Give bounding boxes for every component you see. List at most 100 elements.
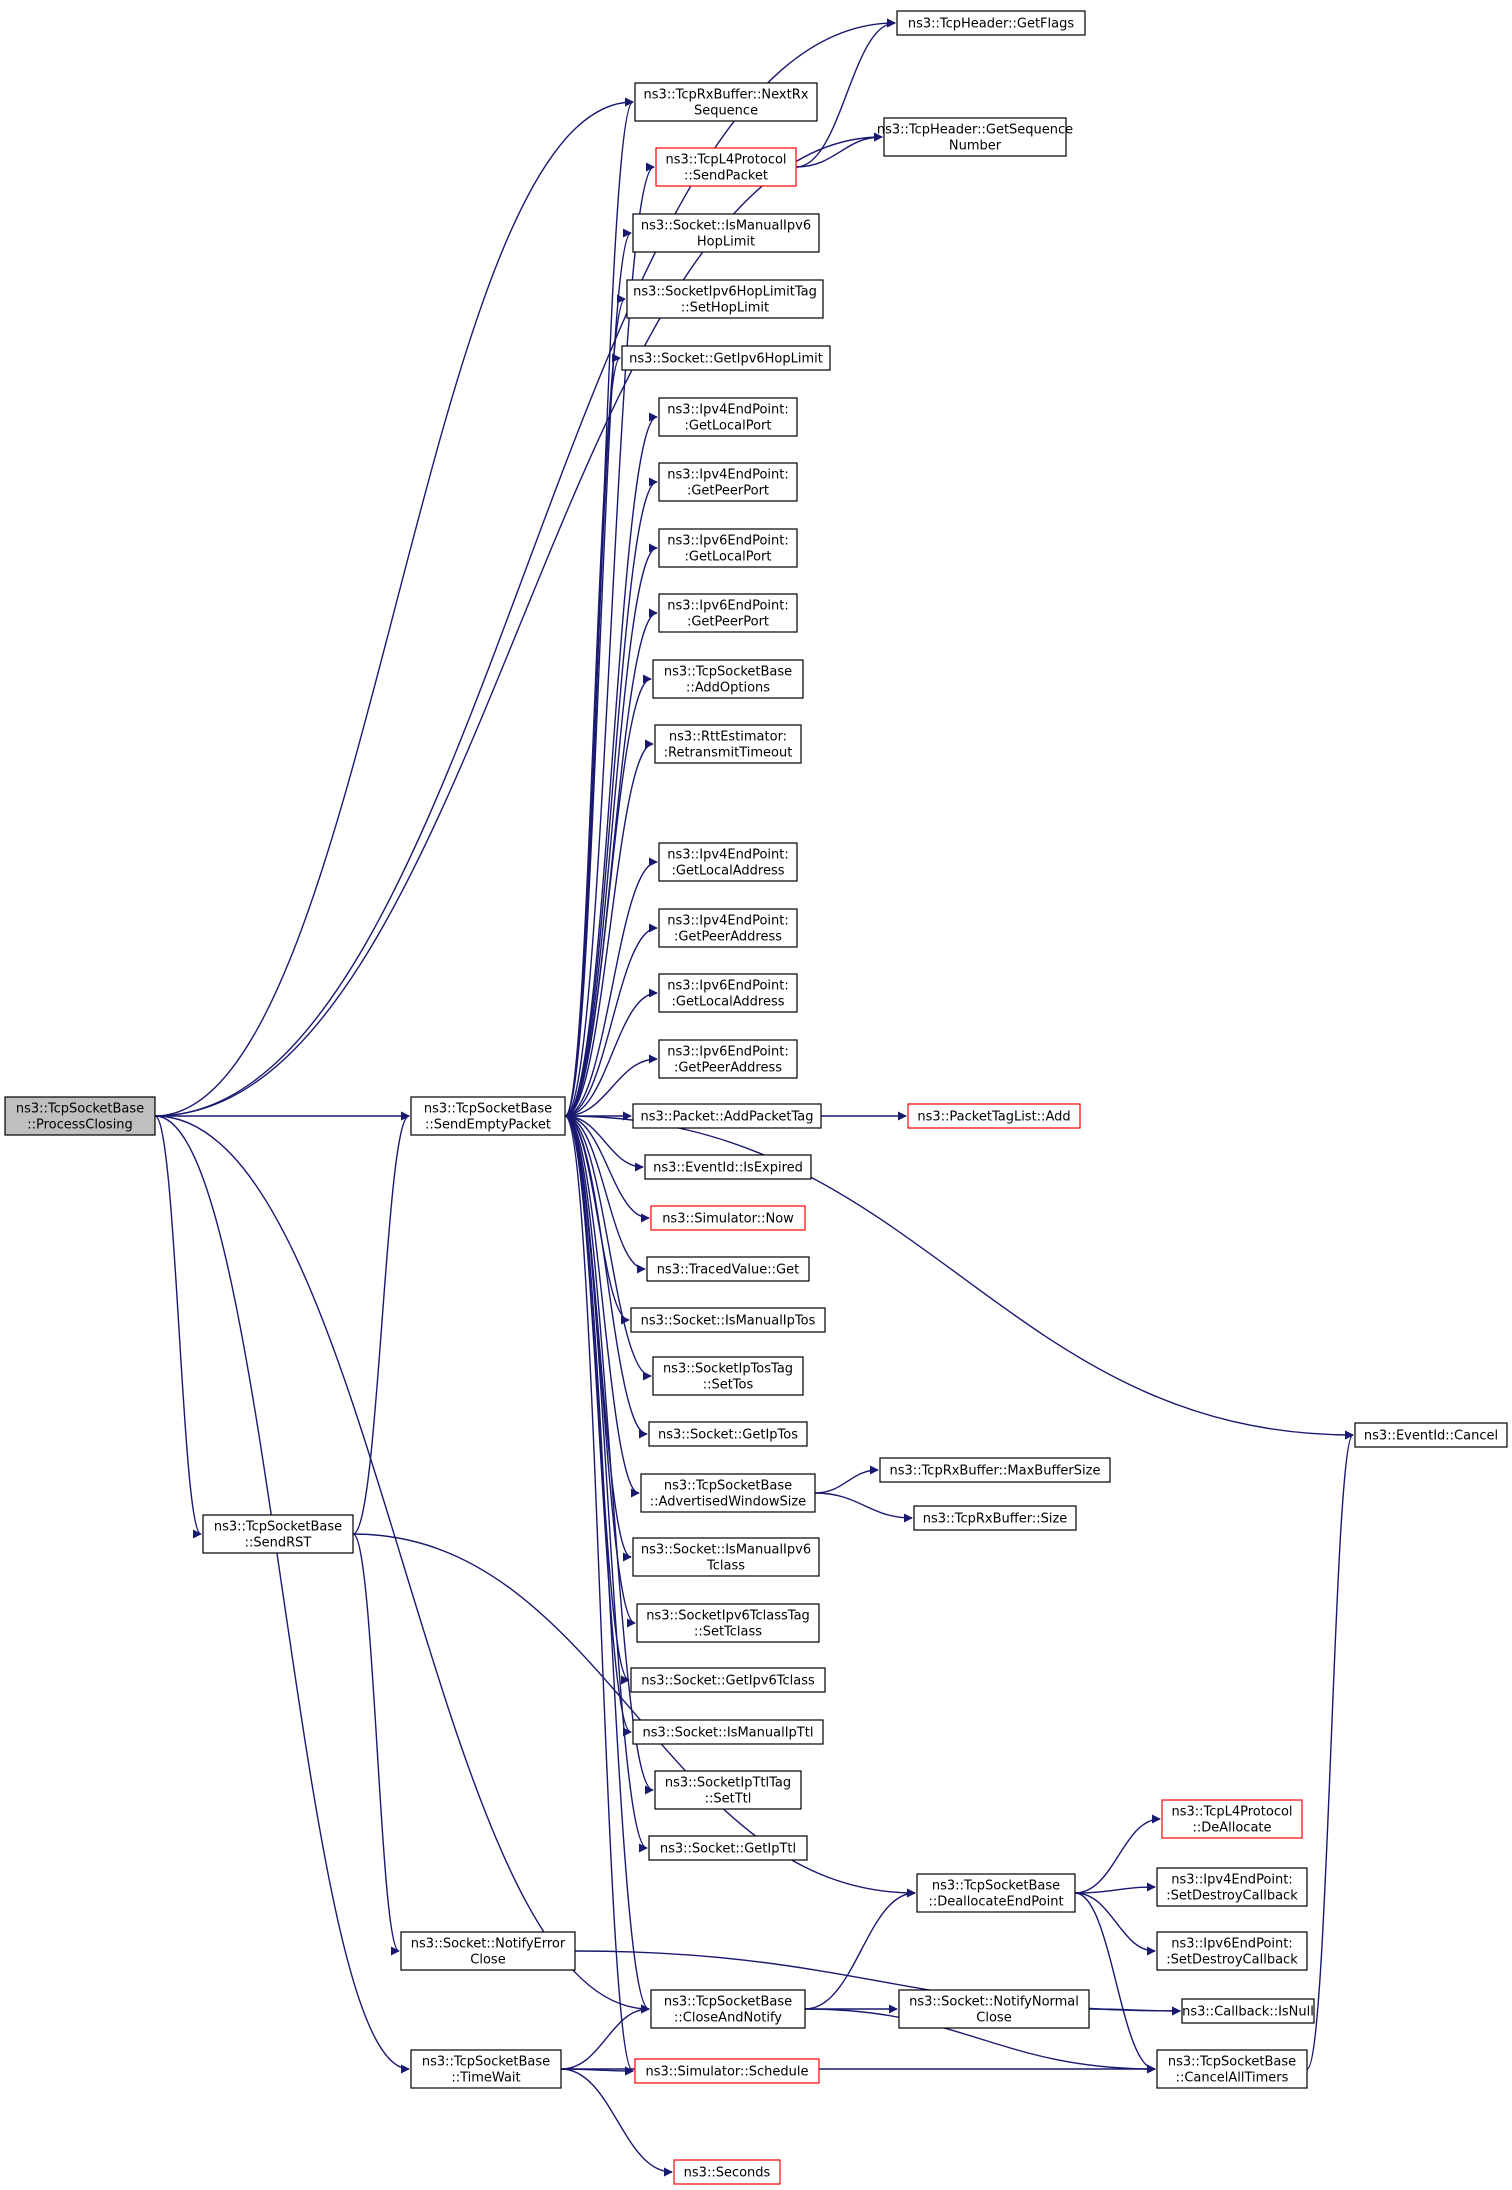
node-process-closing[interactable]: ns3::TcpSocketBase::ProcessClosing [4, 1096, 156, 1136]
node-box [410, 2049, 562, 2089]
node-label-line: ns3::SocketIpv6HopLimitTag [633, 285, 817, 300]
node-box [658, 1039, 798, 1079]
node-ipv4-get-peer-address[interactable]: ns3::Ipv4EndPoint::GetPeerAddress [658, 908, 798, 948]
node-send-empty-packet[interactable]: ns3::TcpSocketBase::SendEmptyPacket [410, 1096, 566, 1136]
edge-advertised-window-size-to-rx-buffer-size [814, 1492, 913, 1523]
node-box [658, 528, 798, 568]
node-packet-tag-list-add[interactable]: ns3::PacketTagList::Add [907, 1103, 1081, 1129]
node-label-line: ns3::TcpSocketBase [664, 1479, 792, 1494]
node-ipv6-set-destroy-callback[interactable]: ns3::Ipv6EndPoint::SetDestroyCallback [1156, 1931, 1308, 1971]
edge-send-empty-packet-to-simulator-now [564, 1115, 650, 1223]
node-simulator-schedule[interactable]: ns3::Simulator::Schedule [634, 2058, 820, 2084]
node-ipv4-get-local-address[interactable]: ns3::Ipv4EndPoint::GetLocalAddress [658, 842, 798, 882]
node-box [898, 1989, 1090, 2029]
node-get-flags[interactable]: ns3::TcpHeader::GetFlags [896, 10, 1086, 36]
node-label-line: ns3::TcpSocketBase [1168, 2055, 1296, 2070]
node-traced-value-get[interactable]: ns3::TracedValue::Get [646, 1256, 810, 1282]
node-get-ip-ttl[interactable]: ns3::Socket::GetIpTtl [648, 1835, 808, 1861]
node-set-hop-limit[interactable]: ns3::SocketIpv6HopLimitTag::SetHopLimit [626, 279, 824, 319]
node-ipv6-get-local-address[interactable]: ns3::Ipv6EndPoint::GetLocalAddress [658, 973, 798, 1013]
node-box [634, 82, 818, 122]
node-ipv4-get-local-port[interactable]: ns3::Ipv4EndPoint::GetLocalPort [658, 397, 798, 437]
edge-send-empty-packet-to-add-options [564, 674, 652, 1117]
node-rx-buffer-size[interactable]: ns3::TcpRxBuffer::Size [913, 1505, 1077, 1531]
node-label-line: ::SetTos [703, 1378, 754, 1393]
node-label-line: Sequence [694, 104, 758, 119]
node-max-buffer-size[interactable]: ns3::TcpRxBuffer::MaxBufferSize [879, 1457, 1111, 1483]
node-retransmit-timeout[interactable]: ns3::RttEstimator::RetransmitTimeout [654, 724, 802, 764]
node-label-line: ns3::Socket::GetIpTtl [660, 1842, 796, 1857]
node-close-and-notify[interactable]: ns3::TcpSocketBase::CloseAndNotify [650, 1989, 806, 2029]
node-label-line: ns3::Socket::NotifyError [411, 1937, 566, 1952]
node-advertised-window-size[interactable]: ns3::TcpSocketBase::AdvertisedWindowSize [640, 1473, 816, 1513]
node-add-packet-tag[interactable]: ns3::Packet::AddPacketTag [632, 1103, 822, 1129]
node-seconds[interactable]: ns3::Seconds [673, 2159, 781, 2185]
node-get-ipv6-hop-limit[interactable]: ns3::Socket::GetIpv6HopLimit [621, 345, 831, 371]
edge-tcp-l4-send-packet-to-get-flags [795, 18, 896, 168]
node-ipv4-set-destroy-callback[interactable]: ns3::Ipv4EndPoint::SetDestroyCallback [1156, 1867, 1308, 1907]
edge-process-closing-to-send-rst [154, 1115, 202, 1539]
node-box [1156, 1931, 1308, 1971]
node-ipv6-get-peer-port[interactable]: ns3::Ipv6EndPoint::GetPeerPort [658, 593, 798, 633]
edge-deallocate-end-point-to-tcp-l4-de-allocate [1074, 1814, 1161, 1894]
node-ipv6-get-local-port[interactable]: ns3::Ipv6EndPoint::GetLocalPort [658, 528, 798, 568]
node-box [652, 659, 804, 699]
node-label-line: ::SendEmptyPacket [425, 1118, 551, 1133]
node-label-line: ::AddOptions [686, 681, 770, 696]
node-label-line: ns3::TcpRxBuffer::Size [923, 1512, 1068, 1527]
node-send-rst[interactable]: ns3::TcpSocketBase::SendRST [202, 1514, 354, 1554]
node-label-line: ns3::Socket::GetIpv6HopLimit [629, 352, 823, 367]
node-box [1156, 2049, 1308, 2089]
node-event-id-cancel[interactable]: ns3::EventId::Cancel [1354, 1422, 1508, 1448]
node-event-id-is-expired[interactable]: ns3::EventId::IsExpired [644, 1154, 812, 1180]
node-label-line: ns3::PacketTagList::Add [917, 1110, 1070, 1125]
node-box [658, 908, 798, 948]
node-add-options[interactable]: ns3::TcpSocketBase::AddOptions [652, 659, 804, 699]
node-label-line: :RetransmitTimeout [664, 746, 793, 761]
node-ipv4-get-peer-port[interactable]: ns3::Ipv4EndPoint::GetPeerPort [658, 462, 798, 502]
edge-send-empty-packet-to-ipv6-get-peer-address [564, 1054, 658, 1117]
node-box [896, 10, 1086, 36]
node-box [632, 1719, 824, 1745]
node-set-tos[interactable]: ns3::SocketIpTosTag::SetTos [652, 1356, 804, 1396]
node-get-ip-tos[interactable]: ns3::Socket::GetIpTos [648, 1421, 808, 1447]
node-is-manual-ip-ttl[interactable]: ns3::Socket::IsManualIpTtl [632, 1719, 824, 1745]
edge-process-closing-to-next-rx-sequence [154, 97, 634, 1117]
node-box [202, 1514, 354, 1554]
node-box [907, 1103, 1081, 1129]
node-label-line: ::SetTtl [705, 1792, 752, 1807]
node-label-line: ns3::Ipv4EndPoint: [667, 914, 788, 929]
edge-tcp-l4-send-packet-to-get-sequence-number [795, 132, 883, 168]
node-label-line: :GetLocalPort [684, 550, 771, 565]
node-ipv6-get-peer-address[interactable]: ns3::Ipv6EndPoint::GetPeerAddress [658, 1039, 798, 1079]
node-box [630, 1307, 826, 1333]
node-label-line: ns3::TcpSocketBase [664, 1995, 792, 2010]
node-label-line: :GetLocalPort [684, 419, 771, 434]
node-deallocate-end-point[interactable]: ns3::TcpSocketBase::DeallocateEndPoint [916, 1873, 1076, 1913]
node-box [644, 1154, 812, 1180]
node-label-line: ::SetTclass [694, 1625, 762, 1640]
node-simulator-now[interactable]: ns3::Simulator::Now [650, 1205, 806, 1231]
edge-send-empty-packet-to-ipv4-get-peer-port [564, 477, 658, 1117]
node-label-line: Close [976, 2011, 1011, 2026]
node-cancel-all-timers[interactable]: ns3::TcpSocketBase::CancelAllTimers [1156, 2049, 1308, 2089]
node-label-line: ns3::Simulator::Now [662, 1212, 794, 1227]
node-get-ipv6-tclass[interactable]: ns3::Socket::GetIpv6Tclass [630, 1667, 826, 1693]
node-tcp-l4-send-packet[interactable]: ns3::TcpL4Protocol::SendPacket [655, 147, 797, 187]
node-time-wait[interactable]: ns3::TcpSocketBase::TimeWait [410, 2049, 562, 2089]
node-is-manual-ip-tos[interactable]: ns3::Socket::IsManualIpTos [630, 1307, 826, 1333]
node-label-line: ns3::TcpSocketBase [214, 1520, 342, 1535]
edge-process-closing-to-close-and-notify [154, 1115, 650, 2014]
node-callback-is-null[interactable]: ns3::Callback::IsNull [1181, 1998, 1315, 2024]
node-set-ttl[interactable]: ns3::SocketIpTtlTag::SetTtl [654, 1770, 802, 1810]
node-label-line: ns3::TcpSocketBase [932, 1879, 1060, 1894]
node-set-tclass[interactable]: ns3::SocketIpv6TclassTag::SetTclass [636, 1603, 820, 1643]
node-tcp-l4-de-allocate[interactable]: ns3::TcpL4Protocol::DeAllocate [1161, 1799, 1303, 1839]
